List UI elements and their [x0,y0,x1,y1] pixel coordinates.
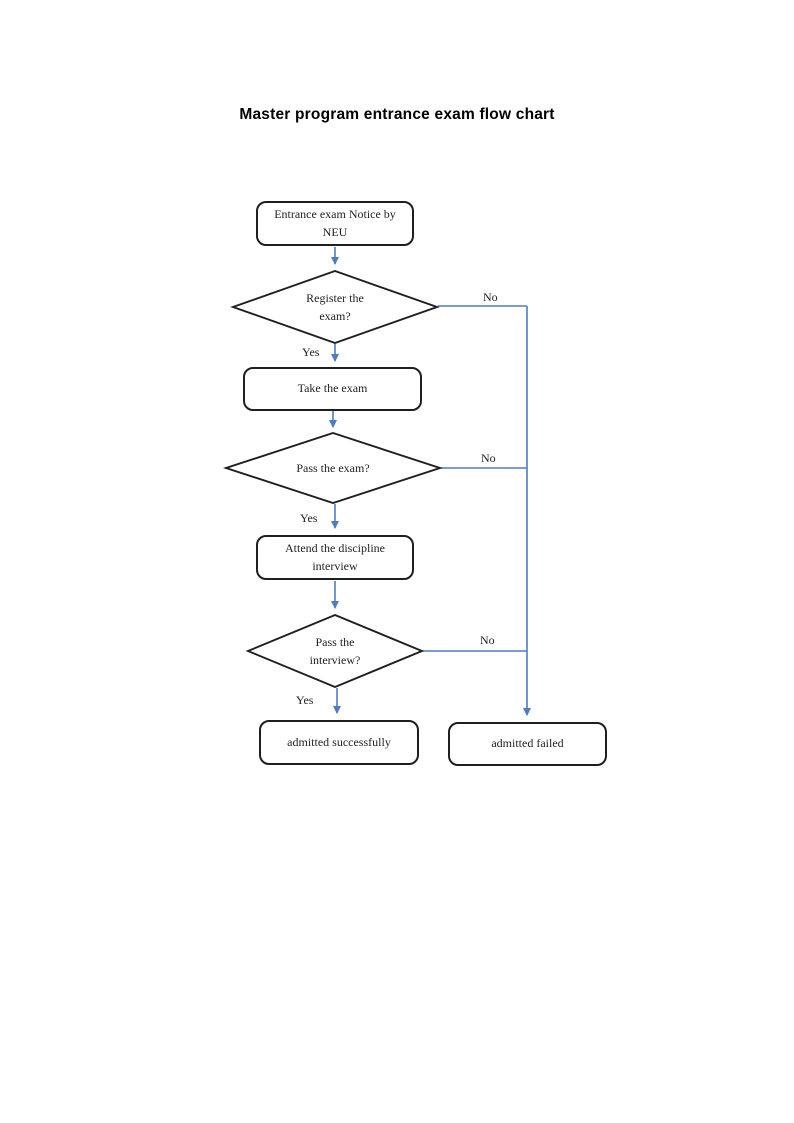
edge-label-no-register: No [483,290,498,304]
node-admitted-successfully-label: admitted successfully [287,734,391,749]
node-admitted-failed-label: admitted failed [491,736,564,751]
edge-label-yes-register: Yes [302,345,320,359]
node-take-exam: Take the exam [243,367,422,411]
node-admitted-successfully: admitted successfully [259,720,419,765]
node-take-exam-label: Take the exam [297,381,368,396]
decision-pass-interview-diamond [245,613,425,689]
edge-label-yes-pass-interview: Yes [296,693,314,707]
page-title: Master program entrance exam flow chart [239,106,555,123]
edge-label-yes-pass-exam: Yes [300,511,318,525]
decision-pass-exam-label: Pass the exam? [296,461,370,475]
decision-pass-exam-diamond [222,432,444,504]
decision-pass-interview-label: Pass the interview? [309,635,361,667]
decision-register-diamond [230,269,440,345]
node-discipline-interview: Attend the discipline interview [256,535,414,580]
edge-label-no-pass-exam: No [481,451,496,465]
node-start-label: Entrance exam Notice by NEU [274,207,396,239]
decision-register-label: Register the exam? [306,291,364,323]
node-discipline-interview-label: Attend the discipline interview [285,541,385,573]
node-start: Entrance exam Notice by NEU [256,201,414,246]
node-admitted-failed: admitted failed [448,722,607,766]
edge-label-no-pass-interview: No [480,633,495,647]
